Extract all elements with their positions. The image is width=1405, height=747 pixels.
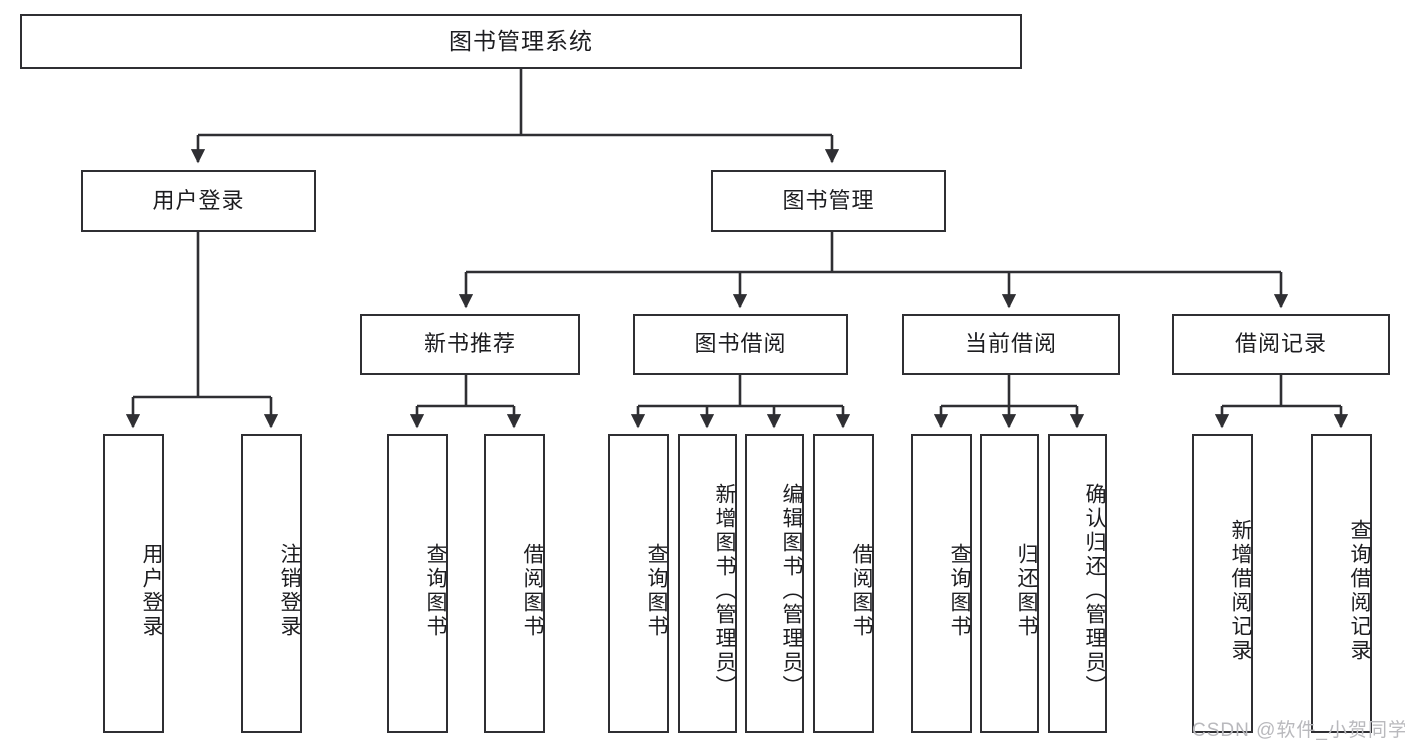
leaf-query-book-borrow[interactable]: 查询图书 [608,434,669,733]
node-label: 用户登录 [152,187,245,213]
node-book-management[interactable]: 图书管理 [711,170,946,232]
leaf-logout[interactable]: 注销登录 [241,434,302,733]
node-label: 查询图书 [948,542,971,639]
leaf-edit-book-admin[interactable]: 编辑图书（管理员） [745,434,804,733]
node-label: 图书管理 [782,187,875,213]
leaf-query-borrow-record[interactable]: 查询借阅记录 [1311,434,1372,733]
leaf-confirm-return-admin[interactable]: 确认归还（管理员） [1048,434,1107,733]
node-label: 查询图书 [424,542,447,639]
leaf-user-login[interactable]: 用户登录 [103,434,164,733]
node-label: 借阅图书 [521,542,544,639]
leaf-query-book-current[interactable]: 查询图书 [911,434,972,733]
node-label: 查询图书 [645,542,668,639]
node-label: 查询借阅记录 [1348,518,1371,663]
node-label: 新增图书（管理员） [713,482,736,699]
leaf-add-borrow-record[interactable]: 新增借阅记录 [1192,434,1253,733]
leaf-add-book-admin[interactable]: 新增图书（管理员） [678,434,737,733]
node-label: 新书推荐 [423,331,516,357]
watermark-text: CSDN @软件_小贺同学 [1192,720,1405,741]
node-root-book-management-system[interactable]: 图书管理系统 [20,14,1022,69]
node-book-borrow[interactable]: 图书借阅 [633,314,848,375]
node-label: 注销登录 [278,542,301,639]
node-label: 图书借阅 [694,331,787,357]
node-label: 新增借阅记录 [1229,518,1252,663]
node-label: 借阅记录 [1234,331,1327,357]
leaf-borrow-book-recommend[interactable]: 借阅图书 [484,434,545,733]
leaf-return-book[interactable]: 归还图书 [980,434,1039,733]
node-new-book-recommend[interactable]: 新书推荐 [360,314,580,375]
node-label: 编辑图书（管理员） [780,482,803,699]
node-label: 用户登录 [140,542,163,639]
node-borrow-record[interactable]: 借阅记录 [1172,314,1390,375]
node-label: 图书管理系统 [449,27,593,54]
node-current-borrow[interactable]: 当前借阅 [902,314,1120,375]
node-user-login[interactable]: 用户登录 [81,170,316,232]
leaf-borrow-book[interactable]: 借阅图书 [813,434,874,733]
node-label: 确认归还（管理员） [1083,482,1106,699]
node-label: 借阅图书 [850,542,873,639]
node-label: 归还图书 [1015,542,1038,639]
node-label: 当前借阅 [964,331,1057,357]
leaf-query-book-recommend[interactable]: 查询图书 [387,434,448,733]
